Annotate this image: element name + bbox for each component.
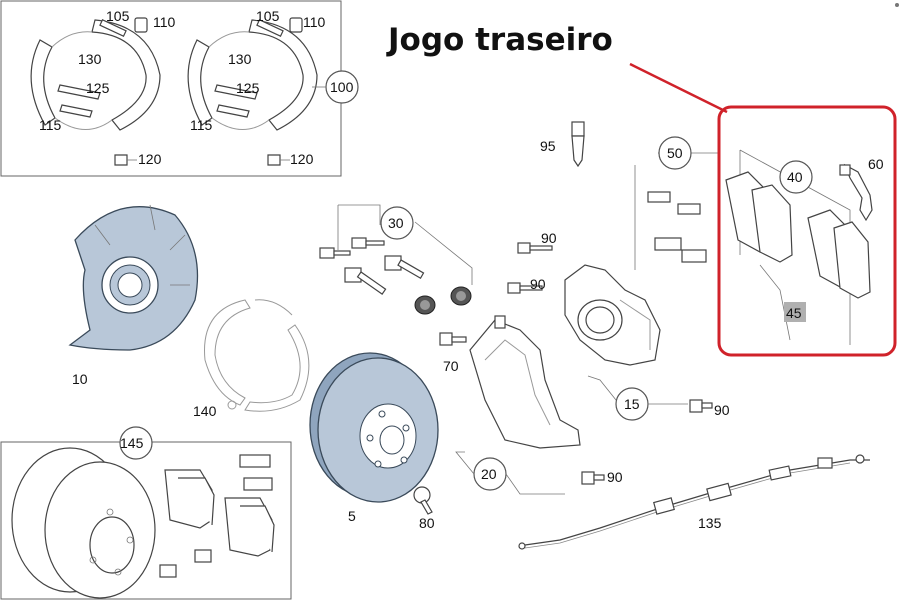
dust-shield: [68, 204, 199, 351]
label-10: 10: [72, 371, 88, 387]
disc-screw-80: [413, 486, 433, 515]
label-125-right: 125: [236, 80, 260, 96]
label-90-c: 90: [714, 402, 730, 418]
label-130-right: 130: [228, 51, 252, 67]
bolt-90-a: [517, 242, 553, 254]
label-135: 135: [698, 515, 722, 531]
brake-shoe-set-right: [187, 17, 318, 166]
label-5: 5: [348, 508, 356, 524]
corner-mark: [895, 3, 899, 7]
label-20: 20: [481, 466, 497, 482]
label-105-left: 105: [106, 8, 130, 24]
parking-brake-cable: [518, 454, 870, 550]
bleeder-70: [439, 332, 467, 346]
brake-shoe-set-left: [30, 17, 161, 166]
brake-disc: [309, 352, 439, 503]
label-120-right: 120: [290, 151, 314, 167]
label-90-a: 90: [541, 230, 557, 246]
highlight-annotation: [629, 62, 897, 357]
label-145: 145: [120, 435, 144, 451]
label-95: 95: [540, 138, 556, 154]
label-90-d: 90: [607, 469, 623, 485]
label-130-left: 130: [78, 51, 102, 67]
bolt-90-d: [581, 471, 605, 485]
label-100: 100: [330, 79, 354, 95]
highlight-box: [717, 105, 897, 357]
label-80: 80: [419, 515, 435, 531]
bolt-90-c: [689, 399, 713, 413]
label-115-right: 115: [190, 117, 213, 133]
label-90-b: 90: [530, 276, 546, 292]
label-40: 40: [787, 169, 803, 185]
disc-pad-kit-box: [0, 426, 292, 600]
parking-brake-kit-box: [0, 0, 359, 177]
brake-caliper: [564, 264, 688, 421]
brake-pad-set: [725, 149, 873, 345]
label-115-left: 115: [39, 117, 62, 133]
label-60: 60: [868, 156, 884, 172]
badge-45: [784, 302, 806, 322]
label-110-right: 110: [303, 14, 326, 30]
guide-bolts-group: [319, 204, 473, 315]
label-125-left: 125: [86, 80, 110, 96]
bleeder-95: [571, 121, 585, 168]
label-45: 45: [786, 305, 802, 321]
label-70: 70: [443, 358, 459, 374]
label-50: 50: [667, 145, 683, 161]
label-110-left: 110: [153, 14, 176, 30]
label-140: 140: [193, 403, 217, 419]
brake-shoes-outline: [204, 299, 310, 412]
label-30: 30: [388, 215, 404, 231]
label-120-left: 120: [138, 151, 162, 167]
highlight-arrow-line: [629, 62, 728, 114]
annotation-title: Jogo traseiro: [388, 22, 613, 58]
caliper-carrier: [455, 315, 581, 495]
label-15: 15: [624, 396, 640, 412]
bolt-90-b: [507, 282, 543, 294]
label-105-right: 105: [256, 8, 280, 24]
